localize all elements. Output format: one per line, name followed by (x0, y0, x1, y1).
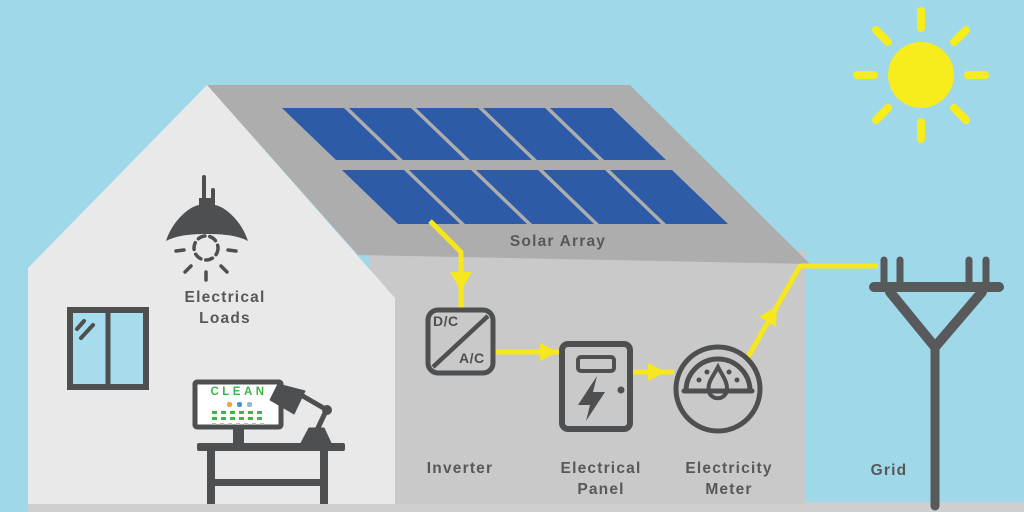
lamp-base (300, 427, 332, 444)
door-knob-dot (617, 386, 625, 394)
electricity-meter-label: Electricity Meter (685, 458, 772, 500)
solar-array-icon (282, 108, 728, 224)
electrical-panel-line1: Electrical (560, 460, 642, 477)
solar-panel (543, 170, 661, 224)
glass-glare (75, 319, 95, 340)
electricity-meter-line2: Meter (705, 481, 753, 498)
ground (28, 502, 1024, 512)
power-line-icon (869, 256, 1004, 511)
electrical-loads-line1: Electrical (184, 289, 266, 306)
electrical-loads-line2: Loads (199, 310, 251, 327)
lamp-shade (166, 198, 248, 241)
sun-icon (853, 7, 989, 143)
lightning-bolt-icon (578, 376, 605, 421)
electricity-meter-line1: Electricity (685, 460, 773, 477)
electrical-panel-icon (559, 341, 633, 432)
inverter-label: Inverter (427, 458, 493, 479)
light-bulb (192, 234, 220, 262)
solar-panel (610, 170, 728, 224)
arrow-up-right-icon (759, 306, 777, 327)
monitor-screen-content (210, 402, 268, 425)
arrow-down-icon (450, 272, 472, 291)
screen-text-row (212, 417, 266, 420)
inverter-ac-marking: A/C (459, 350, 485, 366)
electrical-panel-line2: Panel (577, 481, 625, 498)
solar-panel (349, 108, 465, 160)
solar-panel (483, 108, 599, 160)
arrow-right-icon (648, 363, 666, 381)
solar-panel (416, 108, 532, 160)
grid-label-text: Grid (870, 462, 908, 479)
desk-lamp-icon (269, 383, 332, 444)
house-side-wall (370, 250, 806, 504)
meter-needle (706, 362, 730, 401)
solar-panel (342, 170, 460, 224)
electrical-loads-label: Electrical Loads (185, 287, 266, 329)
screen-text-row (212, 423, 266, 425)
wire-arrowheads (450, 272, 777, 381)
pendant-lamp-icon (166, 175, 248, 282)
window-icon (67, 307, 149, 390)
light-rays (174, 248, 238, 282)
inverter-label-text: Inverter (426, 460, 494, 477)
screen-mini-icons (210, 402, 268, 407)
house-front-wall (28, 85, 395, 504)
inverter-icon (425, 307, 496, 376)
wire-meter-to-grid (745, 263, 878, 359)
lamp-head (269, 383, 306, 415)
monitor-stand (233, 427, 244, 444)
grid-label: Grid (871, 460, 908, 481)
electrical-panel-label: Electrical Panel (561, 458, 642, 500)
desk-icon (197, 443, 345, 504)
solar-panel (476, 170, 594, 224)
solar-panel (282, 108, 398, 160)
solar-panel (550, 108, 666, 160)
solar-panel (409, 170, 527, 224)
inverter-dc-marking: D/C (433, 313, 459, 329)
solar-array-label: Solar Array (510, 231, 606, 252)
screen-text-row (212, 411, 266, 414)
monitor-brand-logo: CLEAN (210, 386, 268, 398)
solar-array-label-text: Solar Array (509, 233, 607, 250)
electricity-meter-icon (673, 344, 763, 434)
arrow-right-icon (540, 343, 558, 361)
